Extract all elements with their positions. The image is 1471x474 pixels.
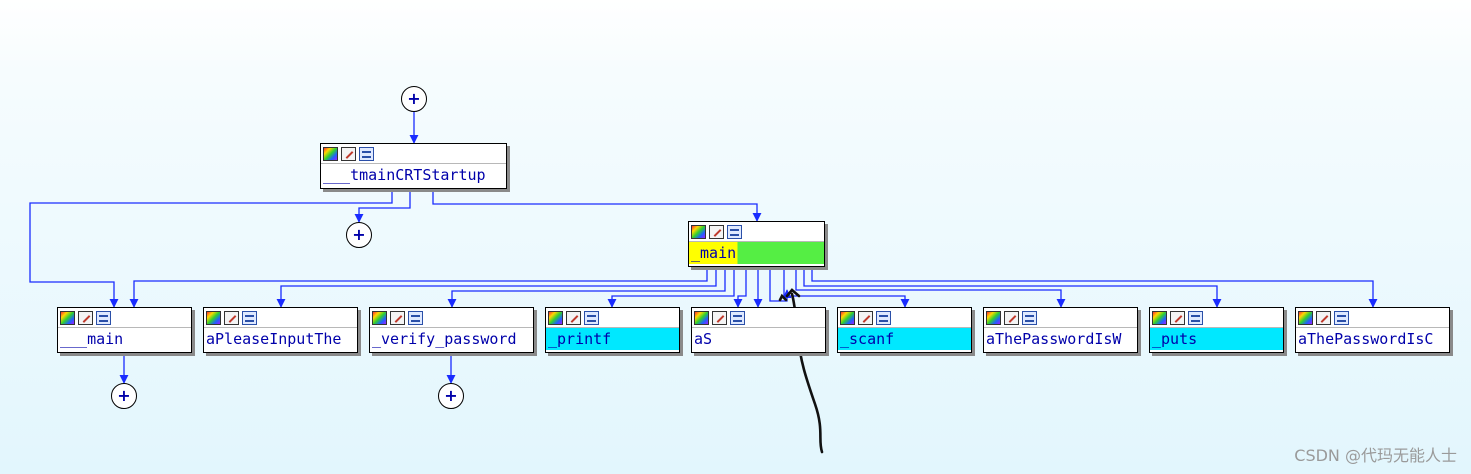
graph-view-icon[interactable] <box>359 146 374 161</box>
edge-main-to-athepasswordisw <box>795 267 1066 308</box>
color-palette-icon[interactable] <box>840 310 855 325</box>
edit-pencil-icon[interactable] <box>566 310 581 325</box>
graph-view-icon[interactable] <box>408 310 423 325</box>
color-palette-icon[interactable] <box>60 310 75 325</box>
graph-view-icon[interactable] <box>1188 310 1203 325</box>
node-tmaincrtstartup[interactable]: ___tmainCRTStartup <box>320 143 507 189</box>
graph-view-icon[interactable] <box>1022 310 1037 325</box>
graph-view-icon[interactable] <box>727 224 742 239</box>
node-label: _puts <box>1150 328 1283 350</box>
edge-main-to-athepasswordisc <box>811 267 1378 308</box>
color-palette-icon[interactable] <box>323 146 338 161</box>
color-palette-icon[interactable] <box>986 310 1001 325</box>
edge-main-to-scanf-b <box>783 267 910 308</box>
node-toolbar <box>546 308 679 328</box>
color-palette-icon[interactable] <box>372 310 387 325</box>
node-printf[interactable]: _printf <box>545 307 680 353</box>
node-label: _scanf <box>838 328 971 350</box>
node-label: aPleaseInputThe <box>206 330 342 348</box>
expand-node-tmaincrtstartup[interactable]: + <box>346 222 372 248</box>
graph-view-icon[interactable] <box>584 310 599 325</box>
node-label: aS <box>694 330 713 348</box>
color-palette-icon[interactable] <box>691 224 706 239</box>
node-toolbar <box>984 308 1137 328</box>
edge-main-to-main3 <box>129 267 708 308</box>
node-toolbar <box>58 308 191 328</box>
node-verify-password[interactable]: _verify_password <box>369 307 534 353</box>
expand-node-root[interactable]: + <box>401 86 427 112</box>
node-puts[interactable]: _puts <box>1149 307 1284 353</box>
node-toolbar <box>1150 308 1283 328</box>
node-toolbar <box>321 144 506 164</box>
node-toolbar <box>692 308 825 328</box>
node-scanf[interactable]: _scanf <box>837 307 972 353</box>
node-toolbar <box>838 308 971 328</box>
graph-view-icon[interactable] <box>1334 310 1349 325</box>
node-as[interactable]: aS <box>691 307 826 353</box>
edge-main-to-printf-b <box>733 267 747 308</box>
edit-pencil-icon[interactable] <box>390 310 405 325</box>
edit-pencil-icon[interactable] <box>709 224 724 239</box>
edit-pencil-icon[interactable] <box>712 310 727 325</box>
node-athepasswordisc[interactable]: aThePasswordIsC <box>1295 307 1450 353</box>
color-palette-icon[interactable] <box>1152 310 1167 325</box>
node-toolbar <box>689 222 824 242</box>
node-label: aThePasswordIsC <box>1298 330 1434 348</box>
node-main3[interactable]: ___main <box>57 307 192 353</box>
graph-view-icon[interactable] <box>730 310 745 325</box>
expand-node-main3[interactable]: + <box>111 383 137 409</box>
edit-pencil-icon[interactable] <box>1170 310 1185 325</box>
graph-view-icon[interactable] <box>876 310 891 325</box>
edge-main-to-printf <box>607 267 735 308</box>
node-apleaseinputthe[interactable]: aPleaseInputThe <box>203 307 358 353</box>
edit-pencil-icon[interactable] <box>1316 310 1331 325</box>
edit-pencil-icon[interactable] <box>341 146 356 161</box>
node-toolbar <box>204 308 357 328</box>
expand-node-verify-password[interactable]: + <box>438 383 464 409</box>
edge-tmaincrtstartup-to-main <box>432 191 762 222</box>
graph-edges <box>29 112 1378 384</box>
edge-main-to-aplease <box>276 267 717 308</box>
node-label: _main <box>689 242 824 264</box>
node-main[interactable]: _main <box>688 221 825 267</box>
node-label: ___main <box>60 330 124 348</box>
node-athepasswordisw[interactable]: aThePasswordIsW <box>983 307 1138 353</box>
node-toolbar <box>1296 308 1449 328</box>
edge-main-to-puts <box>803 267 1222 308</box>
edge-main-to-verify <box>447 267 726 308</box>
color-palette-icon[interactable] <box>1298 310 1313 325</box>
node-label: _verify_password <box>372 330 517 348</box>
watermark: CSDN @代玛无能人士 <box>1294 446 1457 465</box>
edit-pencil-icon[interactable] <box>78 310 93 325</box>
color-palette-icon[interactable] <box>548 310 563 325</box>
node-label: _printf <box>546 328 679 350</box>
graph-view-icon[interactable] <box>96 310 111 325</box>
color-palette-icon[interactable] <box>694 310 709 325</box>
node-label: aThePasswordIsW <box>986 330 1122 348</box>
node-toolbar <box>370 308 533 328</box>
edge-tmaincrtstartup-to-plus <box>354 191 411 223</box>
edit-pencil-icon[interactable] <box>224 310 239 325</box>
edge-tmaincrtstartup-to-main3 <box>29 191 393 308</box>
edit-pencil-icon[interactable] <box>858 310 873 325</box>
graph-view-icon[interactable] <box>242 310 257 325</box>
color-palette-icon[interactable] <box>206 310 221 325</box>
edit-pencil-icon[interactable] <box>1004 310 1019 325</box>
node-label: ___tmainCRTStartup <box>323 166 486 184</box>
